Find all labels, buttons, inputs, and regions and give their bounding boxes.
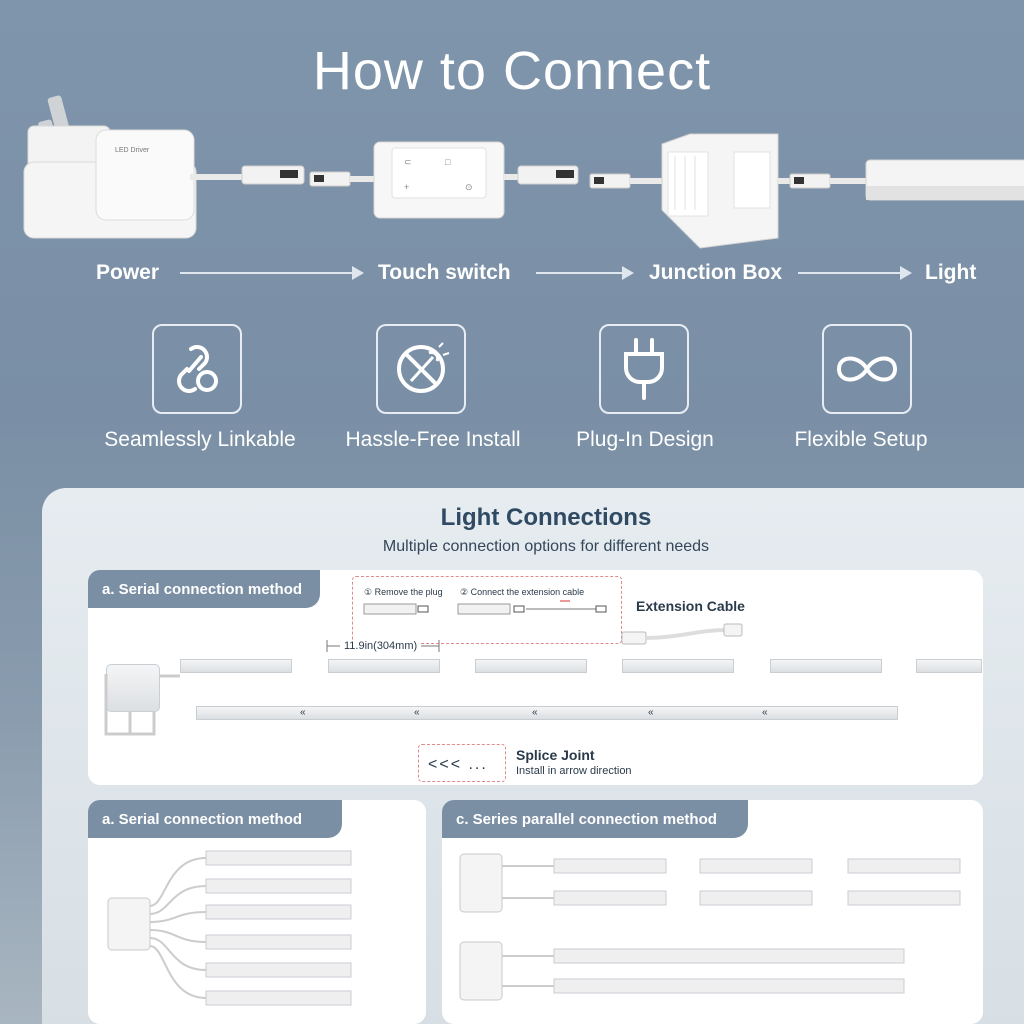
feature-plug bbox=[599, 324, 689, 414]
step-remove-plug: ① Remove the plug bbox=[364, 587, 443, 597]
splice-arrows: <<< ... bbox=[428, 756, 488, 773]
flow-arrow bbox=[180, 272, 352, 274]
chevron-left-icon: « bbox=[414, 707, 420, 718]
flow-label-junction-box: Junction Box bbox=[649, 261, 783, 284]
light-bar bbox=[622, 659, 734, 673]
light-bar bbox=[475, 659, 587, 673]
light-bar bbox=[770, 659, 882, 673]
section-title: Light Connections bbox=[440, 504, 652, 531]
card-tag: a. Serial connection method bbox=[88, 800, 342, 838]
splice-joint-label: Splice Joint bbox=[516, 747, 595, 763]
arrow-right-icon bbox=[352, 266, 364, 280]
feature-link bbox=[152, 324, 242, 414]
card-tag: a. Serial connection method bbox=[88, 570, 320, 608]
step-connect-cable: ② Connect the extension cable bbox=[460, 587, 585, 597]
light-bar bbox=[916, 659, 982, 673]
splice-box bbox=[418, 744, 506, 782]
section-subtitle: Multiple connection options for differen… bbox=[382, 538, 710, 555]
splice-joint-sub: Install in arrow direction bbox=[516, 765, 632, 777]
feature-label: Hassle-Free Install bbox=[345, 428, 521, 451]
infinity-icon bbox=[836, 356, 898, 382]
feature-label: Flexible Setup bbox=[794, 428, 928, 451]
feature-label: Plug-In Design bbox=[576, 428, 714, 451]
card-tag: c. Series parallel connection method bbox=[442, 800, 748, 838]
svg-text:⊙: ⊙ bbox=[465, 182, 473, 192]
chevron-left-icon: « bbox=[648, 707, 654, 718]
svg-text:+: + bbox=[404, 182, 409, 192]
instruction-box bbox=[352, 576, 622, 644]
feature-no-tools bbox=[376, 324, 466, 414]
power-adapter-icon: LED Driver bbox=[23, 95, 197, 239]
flow-arrow bbox=[798, 272, 902, 274]
series-parallel-diagram bbox=[459, 853, 961, 1001]
no-tools-icon bbox=[397, 342, 450, 393]
chevron-left-icon: « bbox=[762, 707, 768, 718]
svg-text:LED Driver: LED Driver bbox=[115, 147, 150, 154]
extension-cable-label: Extension Cable bbox=[636, 598, 745, 614]
junction-box-icon bbox=[661, 133, 779, 249]
feature-label: Seamlessly Linkable bbox=[104, 428, 296, 451]
chevron-left-icon: « bbox=[300, 707, 308, 718]
link-icon bbox=[177, 345, 218, 393]
flow-label-light: Light bbox=[925, 261, 977, 284]
page-title: How to Connect bbox=[312, 41, 712, 101]
connection-illustration: LED Driver ⊂ □ + ⊙ bbox=[23, 95, 1024, 249]
light-bar-long bbox=[196, 706, 898, 720]
light-bar bbox=[328, 659, 440, 673]
plug-icon bbox=[624, 338, 664, 400]
flow-label-touch-switch: Touch switch bbox=[378, 261, 511, 284]
dimension-label: 11.9in(304mm) bbox=[340, 640, 422, 652]
light-bar-icon bbox=[865, 159, 1024, 201]
feature-infinity bbox=[822, 324, 912, 414]
junction-fanout-diagram bbox=[107, 850, 352, 1006]
flow-arrow bbox=[536, 272, 624, 274]
flow-label-power: Power bbox=[96, 261, 160, 284]
arrow-right-icon bbox=[622, 266, 634, 280]
svg-text:□: □ bbox=[445, 157, 451, 167]
arrow-right-icon bbox=[900, 266, 912, 280]
svg-text:⊂: ⊂ bbox=[404, 157, 412, 167]
light-bar bbox=[180, 659, 292, 673]
instruction-diagram bbox=[363, 600, 607, 615]
chevron-left-icon: « bbox=[532, 707, 538, 718]
switch-wires bbox=[104, 674, 180, 736]
extension-cable-icon bbox=[621, 623, 743, 645]
touch-switch-icon: ⊂ □ + ⊙ bbox=[373, 141, 505, 219]
